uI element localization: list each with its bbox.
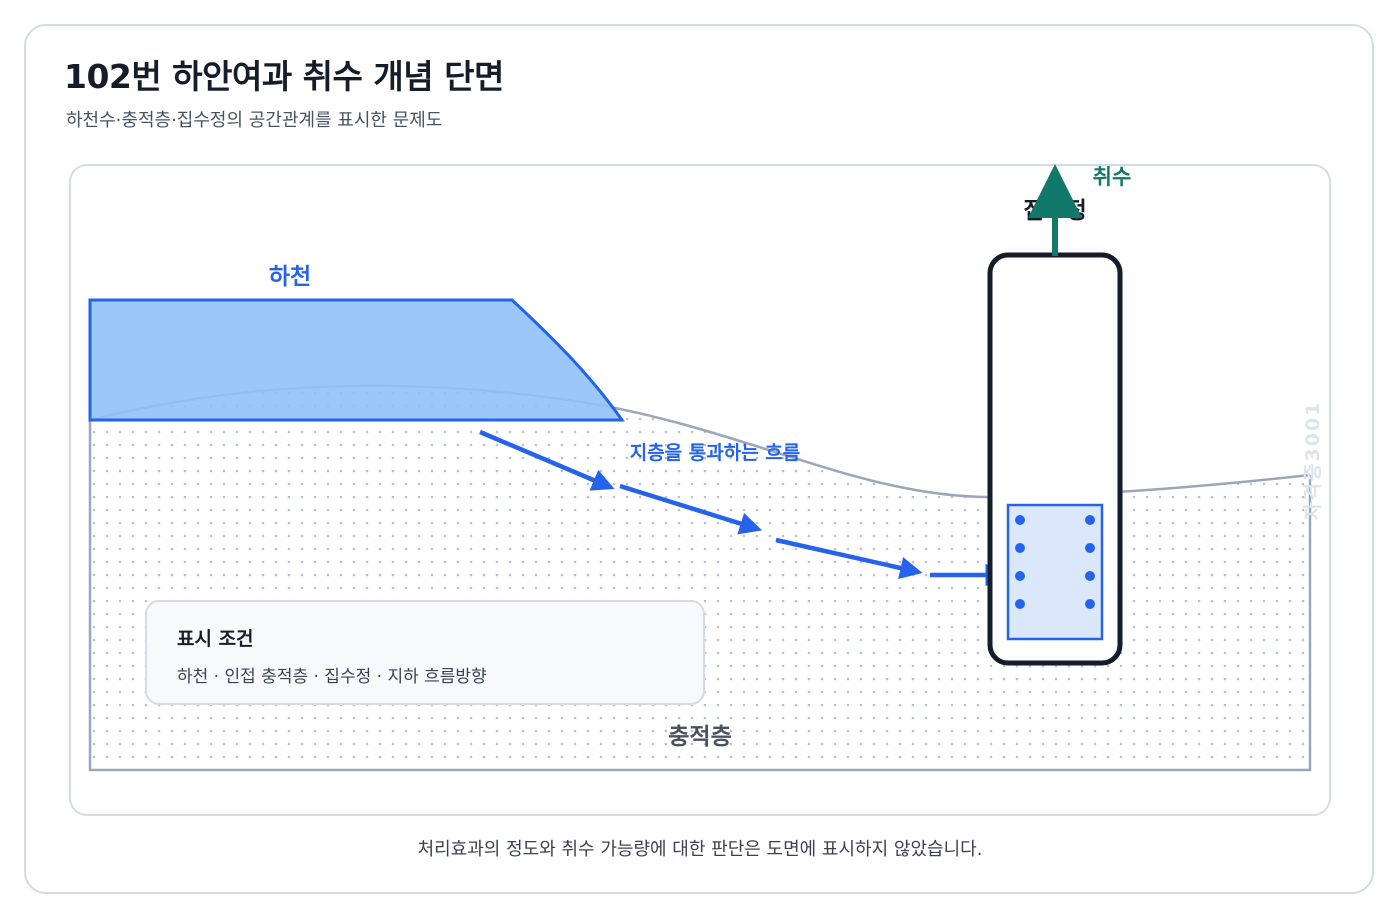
legend-items: 하천 · 인접 충적층 · 집수정 · 지하 흐름방향	[177, 667, 487, 687]
legend-box: 표시 조건 하천 · 인접 충적층 · 집수정 · 지하 흐름방향	[145, 600, 705, 705]
page-subtitle: 하천수·충적층·집수정의 공간관계를 표시한 문제도	[66, 110, 443, 131]
well-screen	[1006, 503, 1104, 641]
page-title: 102번 하안여과 취수 개념 단면	[64, 57, 504, 96]
footer-note: 처리효과의 정도와 취수 가능량에 대한 판단은 도면에 표시하지 않았습니다.	[417, 839, 983, 860]
river-water	[88, 298, 625, 422]
screen-perforations	[1015, 515, 1095, 609]
groundwater-flow-arrows	[479, 429, 1008, 587]
intake-label: 취수	[1093, 165, 1132, 189]
flow-arrow-3	[775, 537, 923, 579]
intake-arrow-head	[1028, 164, 1082, 218]
flow-arrow-1	[479, 429, 615, 491]
watermark-text: 자격증3001	[1302, 400, 1324, 520]
river-label: 하천	[269, 264, 311, 290]
aquifer-label: 충적층	[668, 724, 731, 750]
flow-arrow-2	[619, 483, 763, 535]
aquifer-border	[88, 420, 1312, 772]
flow-label: 지층을 통과하는 흐름	[630, 442, 801, 464]
legend-title: 표시 조건	[177, 628, 254, 650]
